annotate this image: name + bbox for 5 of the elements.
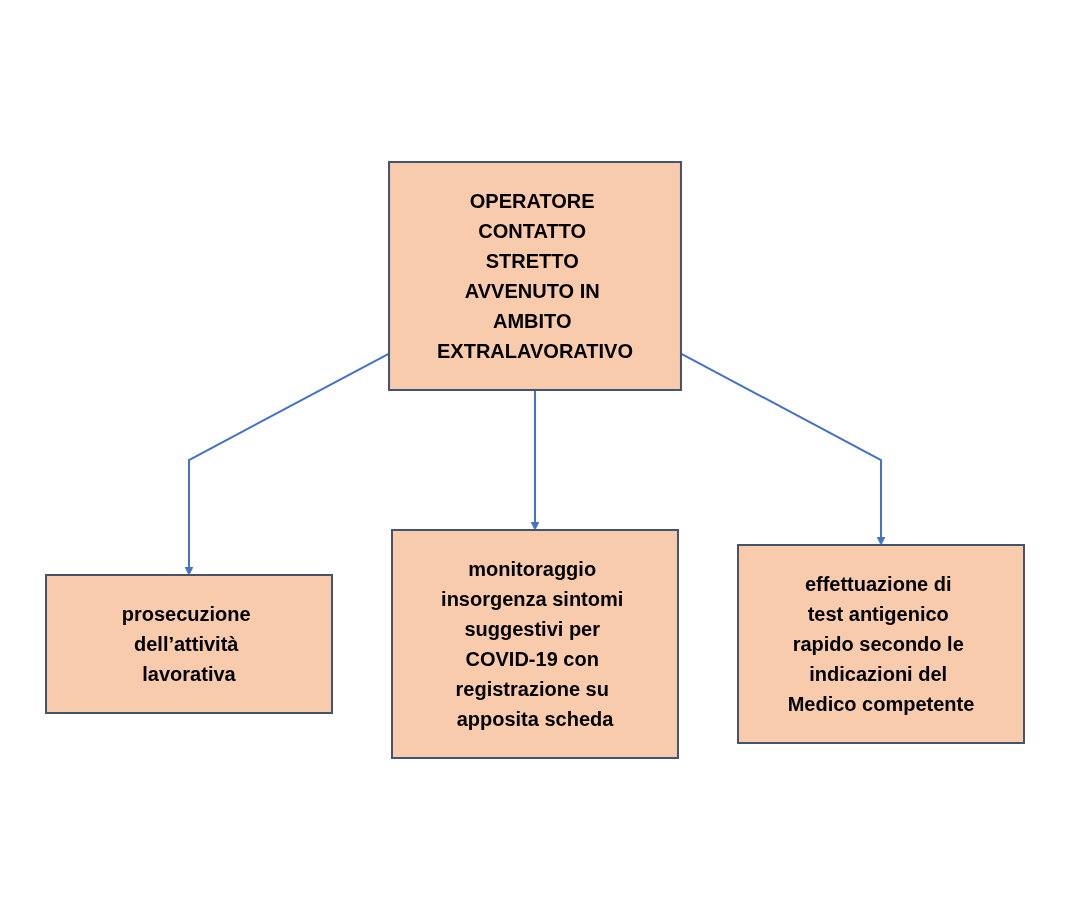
node-box: effettuazione di test antigenico rapido secondo le indicazioni del Medico competente bbox=[736, 544, 1025, 744]
node-box: monitoraggio insorgenza sintomi suggestivi per COVID-19 con registrazione su apposita scheda bbox=[390, 529, 679, 759]
node-box: prosecuzione dell’attività lavorativa bbox=[44, 574, 333, 714]
node-box: OPERATORE CONTATTO STRETTO AVVENUTO IN AMBITO EXTRALAVORATIVO bbox=[387, 161, 682, 391]
arrow bbox=[530, 389, 539, 531]
